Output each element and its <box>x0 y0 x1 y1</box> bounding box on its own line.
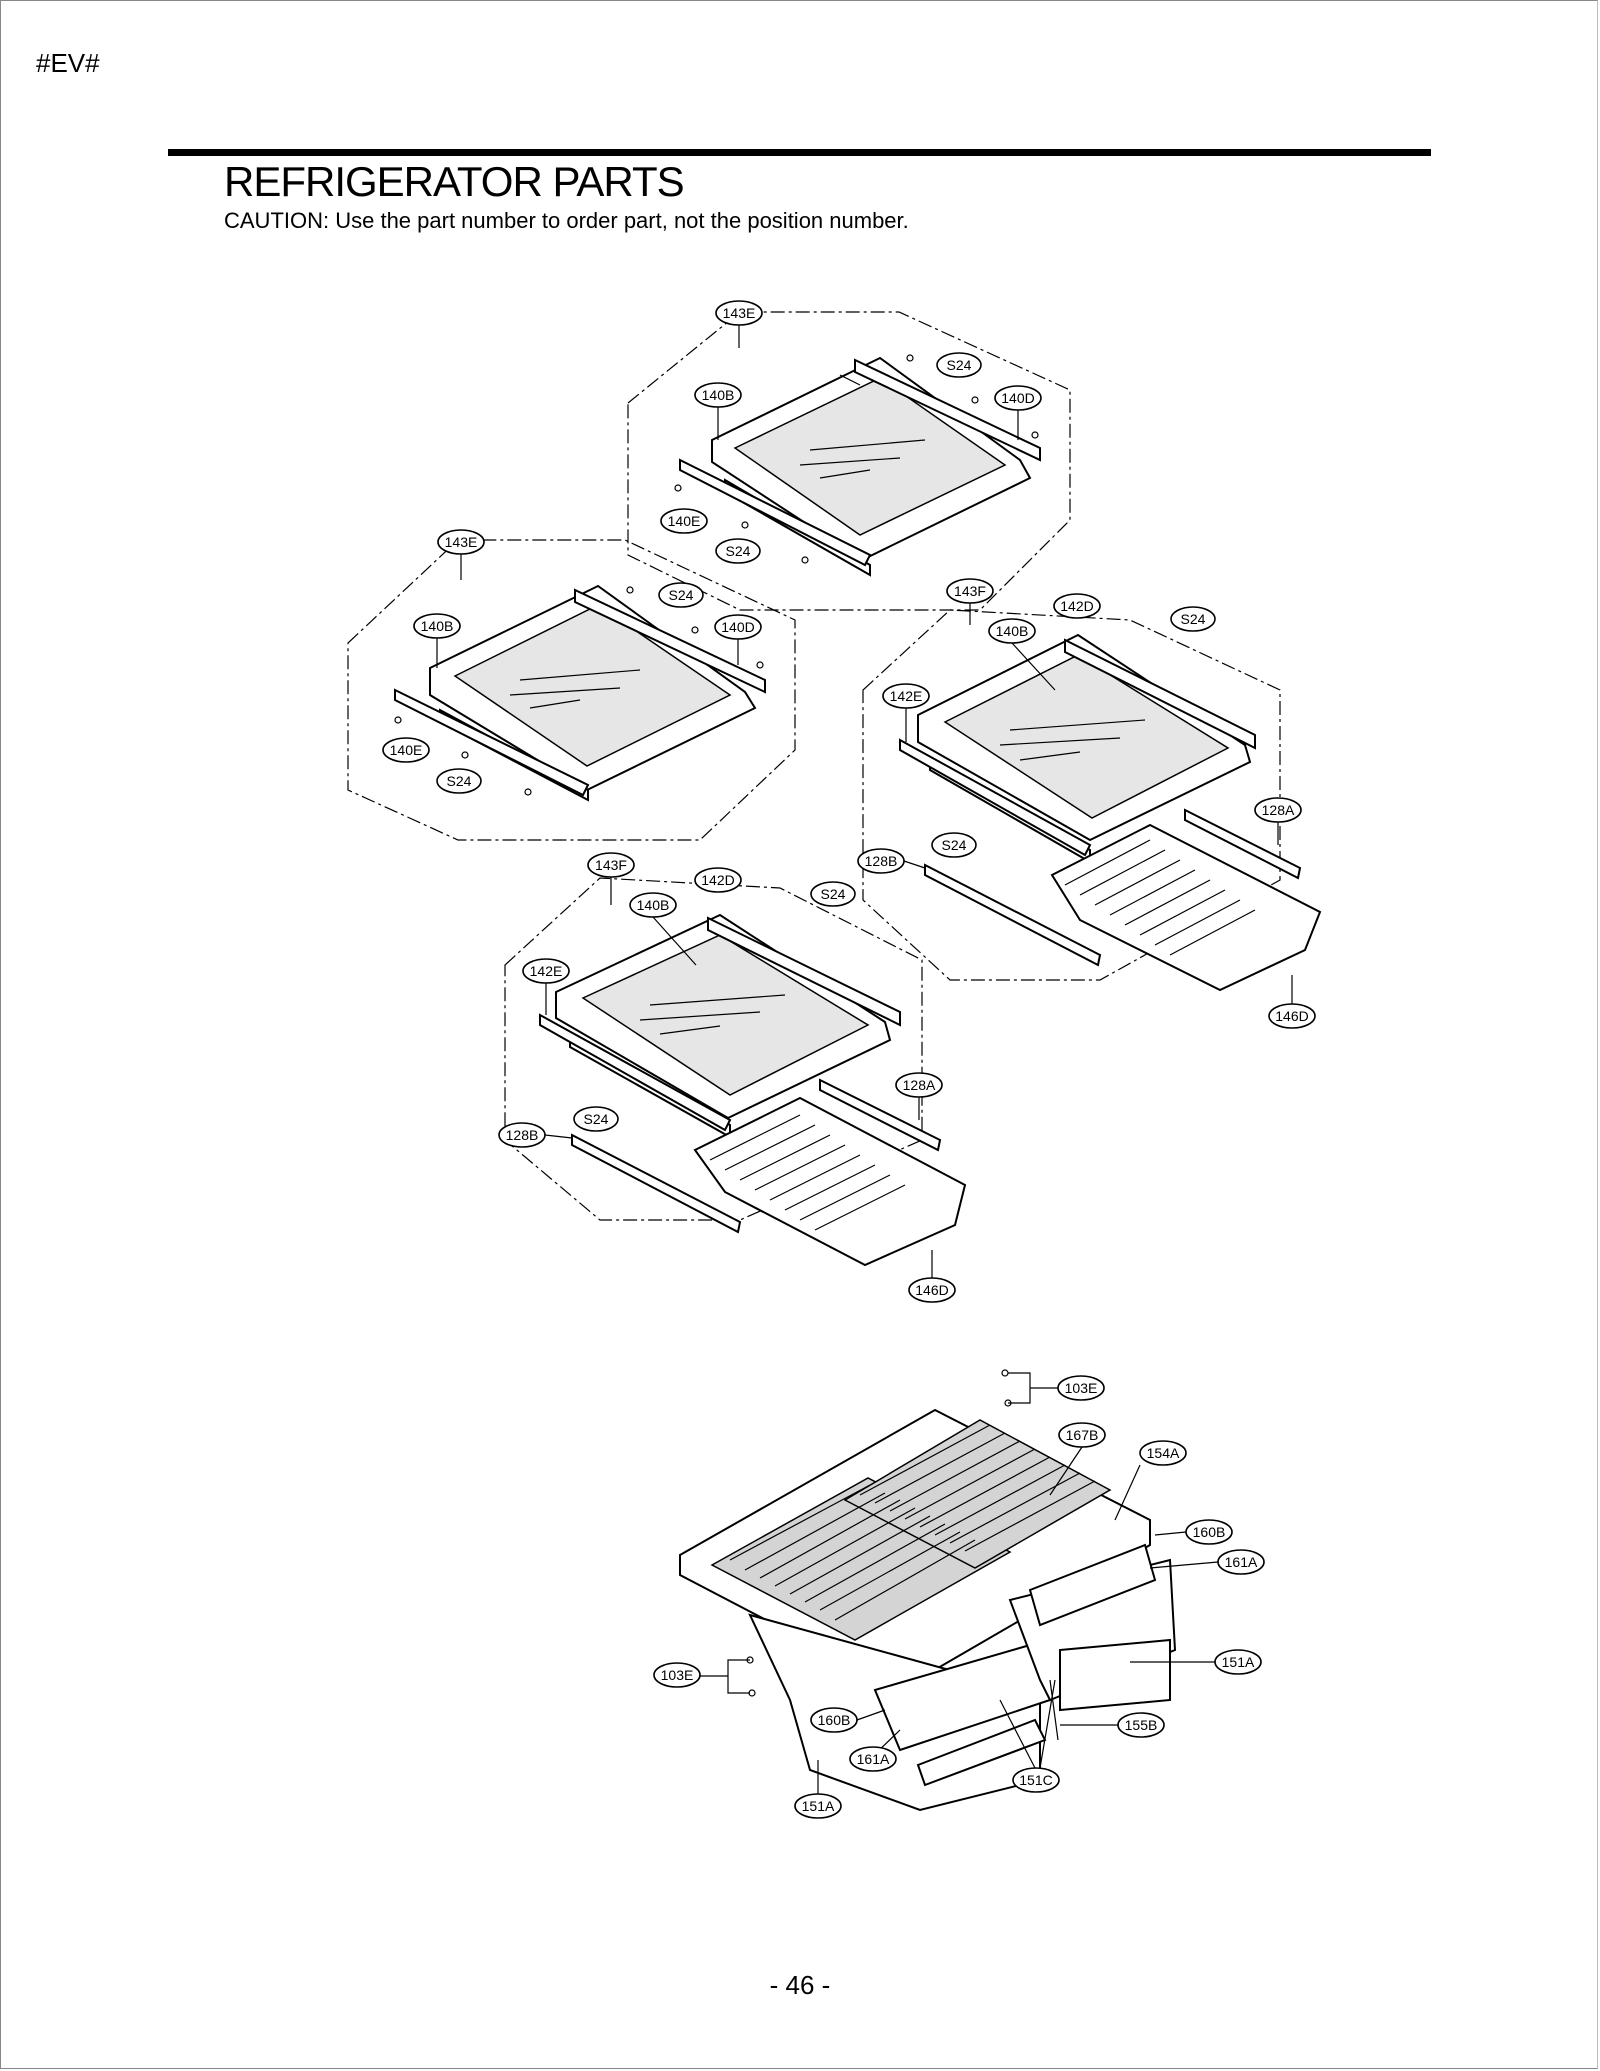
svg-text:146D: 146D <box>1275 1008 1308 1024</box>
callout-d5: 142E <box>522 958 570 984</box>
callout-a6: S24 <box>715 538 761 564</box>
callout-e11: 155B <box>1117 1712 1165 1738</box>
page-number: - 46 - <box>769 1970 831 2000</box>
shelf-assembly-d <box>504 877 967 1267</box>
callout-d7: 128A <box>895 1072 943 1098</box>
svg-text:140E: 140E <box>390 742 423 758</box>
svg-text:128B: 128B <box>865 853 898 869</box>
svg-text:151A: 151A <box>1222 1654 1255 1670</box>
svg-text:S24: S24 <box>447 773 472 789</box>
callout-e2: 167B <box>1058 1422 1106 1448</box>
callout-d9: 146D <box>908 1277 956 1303</box>
callout-a2: S24 <box>936 352 982 378</box>
callout-c6: S24 <box>931 832 977 858</box>
svg-text:140B: 140B <box>702 387 735 403</box>
svg-text:S24: S24 <box>726 543 751 559</box>
callout-c2: 142D <box>1053 593 1101 619</box>
callout-a1: 143E <box>715 300 763 326</box>
svg-text:128A: 128A <box>903 1077 936 1093</box>
callout-e8: 160B <box>810 1707 858 1733</box>
callout-e12: 151C <box>1012 1767 1060 1793</box>
svg-text:143F: 143F <box>954 583 986 599</box>
svg-text:S24: S24 <box>1181 611 1206 627</box>
svg-text:160B: 160B <box>1193 1524 1226 1540</box>
shelf-assembly-b <box>347 539 796 841</box>
callout-b2: S24 <box>658 582 704 608</box>
svg-text:142D: 142D <box>1060 598 1093 614</box>
callout-d2: 142D <box>694 867 742 893</box>
callout-d1: 143F <box>587 852 635 878</box>
svg-text:142D: 142D <box>701 872 734 888</box>
callout-c4: 140B <box>988 618 1036 644</box>
svg-text:140B: 140B <box>996 623 1029 639</box>
svg-text:140D: 140D <box>1001 390 1034 406</box>
shelf-assembly-a <box>627 311 1071 611</box>
callout-b3: 140B <box>413 613 461 639</box>
svg-text:161A: 161A <box>1225 1554 1258 1570</box>
callout-b5: 140E <box>382 737 430 763</box>
callout-b1: 143E <box>437 529 485 555</box>
svg-text:140D: 140D <box>721 619 754 635</box>
svg-text:143E: 143E <box>445 534 478 550</box>
callout-e5: 161A <box>1217 1549 1265 1575</box>
svg-text:160B: 160B <box>818 1712 851 1728</box>
callout-d4: 140B <box>629 892 677 918</box>
callout-d8: 128B <box>498 1122 546 1148</box>
svg-text:103E: 103E <box>661 1667 694 1683</box>
model-code: #EV# <box>36 48 100 78</box>
callout-e4: 160B <box>1185 1519 1233 1545</box>
callout-c5: 142E <box>882 683 930 709</box>
svg-text:128B: 128B <box>506 1127 539 1143</box>
title-rule <box>168 149 1431 156</box>
callout-labels: 143E S24 140B 140D 140E S24 143E S24 140… <box>382 300 1316 1819</box>
callout-e3: 154A <box>1139 1440 1187 1466</box>
svg-text:140B: 140B <box>637 897 670 913</box>
pantry-drawer-assembly <box>679 1369 1177 1812</box>
svg-text:143E: 143E <box>723 305 756 321</box>
caution-note: CAUTION: Use the part number to order pa… <box>224 208 909 233</box>
svg-text:151A: 151A <box>802 1798 835 1814</box>
page-title: REFRIGERATOR PARTS <box>224 158 685 205</box>
callout-a4: 140D <box>994 385 1042 411</box>
callout-e7: 103E <box>653 1662 701 1688</box>
svg-text:146D: 146D <box>915 1282 948 1298</box>
callout-a3: 140B <box>694 382 742 408</box>
svg-text:151C: 151C <box>1019 1772 1052 1788</box>
svg-text:155B: 155B <box>1125 1717 1158 1733</box>
callout-c3: S24 <box>1170 606 1216 632</box>
callout-d6: S24 <box>573 1106 619 1132</box>
svg-text:103E: 103E <box>1065 1380 1098 1396</box>
svg-text:S24: S24 <box>947 357 972 373</box>
svg-text:128A: 128A <box>1262 802 1295 818</box>
callout-c1: 143F <box>946 578 994 604</box>
svg-text:143F: 143F <box>595 857 627 873</box>
callout-d3: S24 <box>810 881 856 907</box>
callout-b4: 140D <box>714 614 762 640</box>
callout-b6: S24 <box>436 768 482 794</box>
callout-c7: 128A <box>1254 797 1302 823</box>
svg-text:140E: 140E <box>668 513 701 529</box>
callout-e10: 151A <box>794 1793 842 1819</box>
svg-text:S24: S24 <box>942 837 967 853</box>
svg-text:140B: 140B <box>421 618 454 634</box>
svg-text:142E: 142E <box>530 963 563 979</box>
svg-text:S24: S24 <box>584 1111 609 1127</box>
callout-e9: 161A <box>849 1746 897 1772</box>
callout-c9: 146D <box>1268 1003 1316 1029</box>
shelf-assembly-c <box>862 609 1322 992</box>
callout-a5: 140E <box>660 508 708 534</box>
callout-c8: 128B <box>857 848 905 874</box>
svg-text:161A: 161A <box>857 1751 890 1767</box>
svg-text:167B: 167B <box>1066 1427 1099 1443</box>
svg-text:S24: S24 <box>821 886 846 902</box>
svg-text:142E: 142E <box>890 688 923 704</box>
callout-e1: 103E <box>1057 1375 1105 1401</box>
callout-e6: 151A <box>1214 1649 1262 1675</box>
svg-text:S24: S24 <box>669 587 694 603</box>
svg-text:154A: 154A <box>1147 1445 1180 1461</box>
